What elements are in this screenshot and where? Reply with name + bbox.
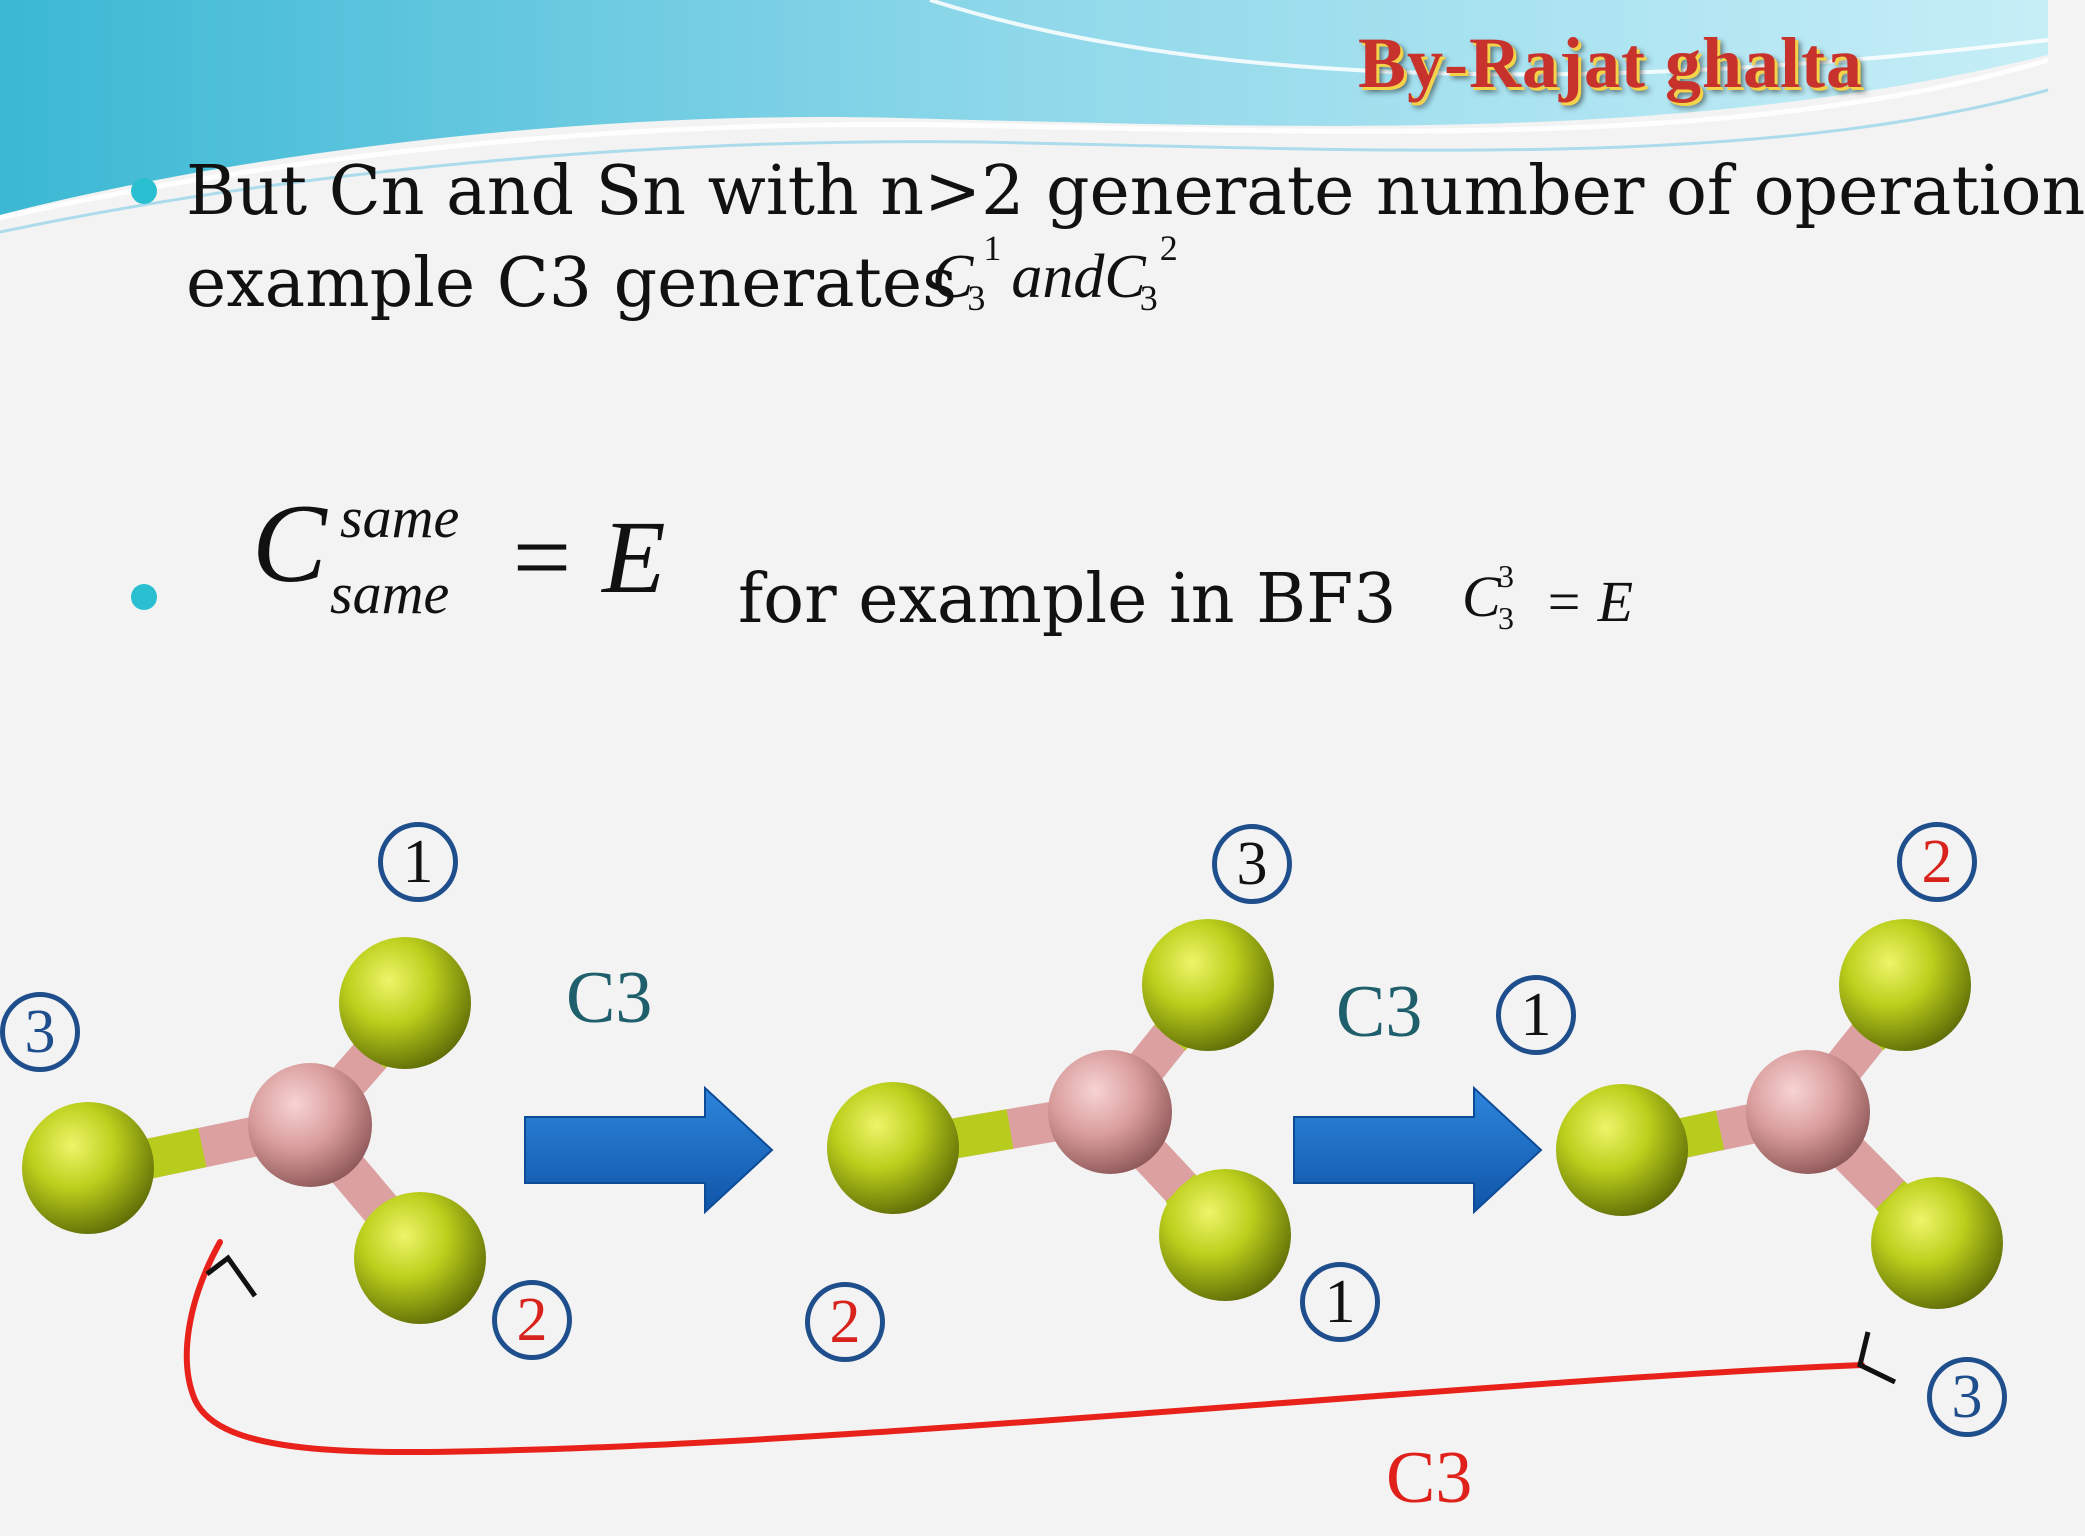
formula-sup-2: 2: [1159, 228, 1178, 268]
return-curve: [183, 1239, 1865, 1456]
bf3-sub: 3: [1498, 600, 1514, 636]
label-m3-bottom: 3: [1927, 1357, 2007, 1437]
header-wave: [0, 0, 2049, 234]
identity-formula: C: [252, 488, 327, 600]
c3-powers-formula: C 1 3 andC 2 3: [932, 230, 1186, 316]
molecule-1: [22, 937, 486, 1324]
bullet-dot-1: [131, 178, 157, 204]
formula-c-1: C: [932, 243, 974, 311]
fluorine-atom: [354, 1192, 486, 1324]
bullet-1-line-2: example C3 generates: [186, 244, 957, 323]
formula-sub-1: 3: [967, 278, 986, 318]
curve-arrowhead: [205, 1254, 258, 1298]
identity-c: C: [252, 482, 327, 606]
boron-atom: [1746, 1050, 1870, 1174]
label-m1-left: 3: [0, 992, 80, 1072]
op-label-arrow-2: C3: [1336, 971, 1423, 1053]
author-credit: By-Rajat ghalta: [1358, 23, 1863, 103]
label-m3-top: 2: [1897, 822, 1977, 902]
label-m2-top: 3: [1212, 824, 1292, 904]
label-m2-left: 2: [805, 1282, 885, 1362]
formula-and: and: [1011, 243, 1105, 311]
fluorine-atom: [1142, 919, 1274, 1051]
label-m3-left: 1: [1496, 975, 1576, 1055]
formula-c-2: C: [1104, 243, 1146, 311]
molecule-2: [827, 919, 1291, 1301]
identity-rhs: = E: [506, 500, 666, 615]
fluorine-atom: [1839, 919, 1971, 1051]
formula-sub-2: 3: [1139, 278, 1158, 318]
label-m1-top: 1: [378, 822, 458, 902]
rotation-arrow-2: [1293, 1085, 1543, 1215]
molecule-3: [1556, 919, 2003, 1309]
bullet-1-line-1: But Cn and Sn with n>2 generate number o…: [186, 152, 2085, 231]
fluorine-atom: [1159, 1169, 1291, 1301]
identity-sup: same: [340, 485, 460, 550]
fluorine-atom: [827, 1082, 959, 1214]
op-label-arrow-1: C3: [566, 957, 653, 1039]
boron-atom: [1048, 1050, 1172, 1174]
formula-sup-1: 1: [983, 228, 1002, 268]
bf3-c3-formula: C: [1462, 568, 1501, 626]
label-m2-bottom: 1: [1300, 1262, 1380, 1342]
bf3-sup: 3: [1498, 558, 1514, 594]
curve-start-tick: [1857, 1331, 1897, 1385]
bf3-rhs: = E: [1544, 569, 1634, 634]
boron-atom: [248, 1063, 372, 1187]
identity-sub: same: [330, 561, 450, 626]
label-m1-bottom: 2: [492, 1280, 572, 1360]
bf3-c: C: [1462, 564, 1501, 629]
fluorine-atom: [1556, 1084, 1688, 1216]
fluorine-atom: [22, 1102, 154, 1234]
fluorine-atom: [339, 937, 471, 1069]
rotation-arrow-1: [524, 1085, 774, 1215]
bullet-dot-2: [131, 584, 157, 610]
op-label-return: C3: [1386, 1437, 1473, 1519]
bullet-2-text: for example in BF3: [738, 560, 1397, 639]
fluorine-atom: [1871, 1177, 2003, 1309]
